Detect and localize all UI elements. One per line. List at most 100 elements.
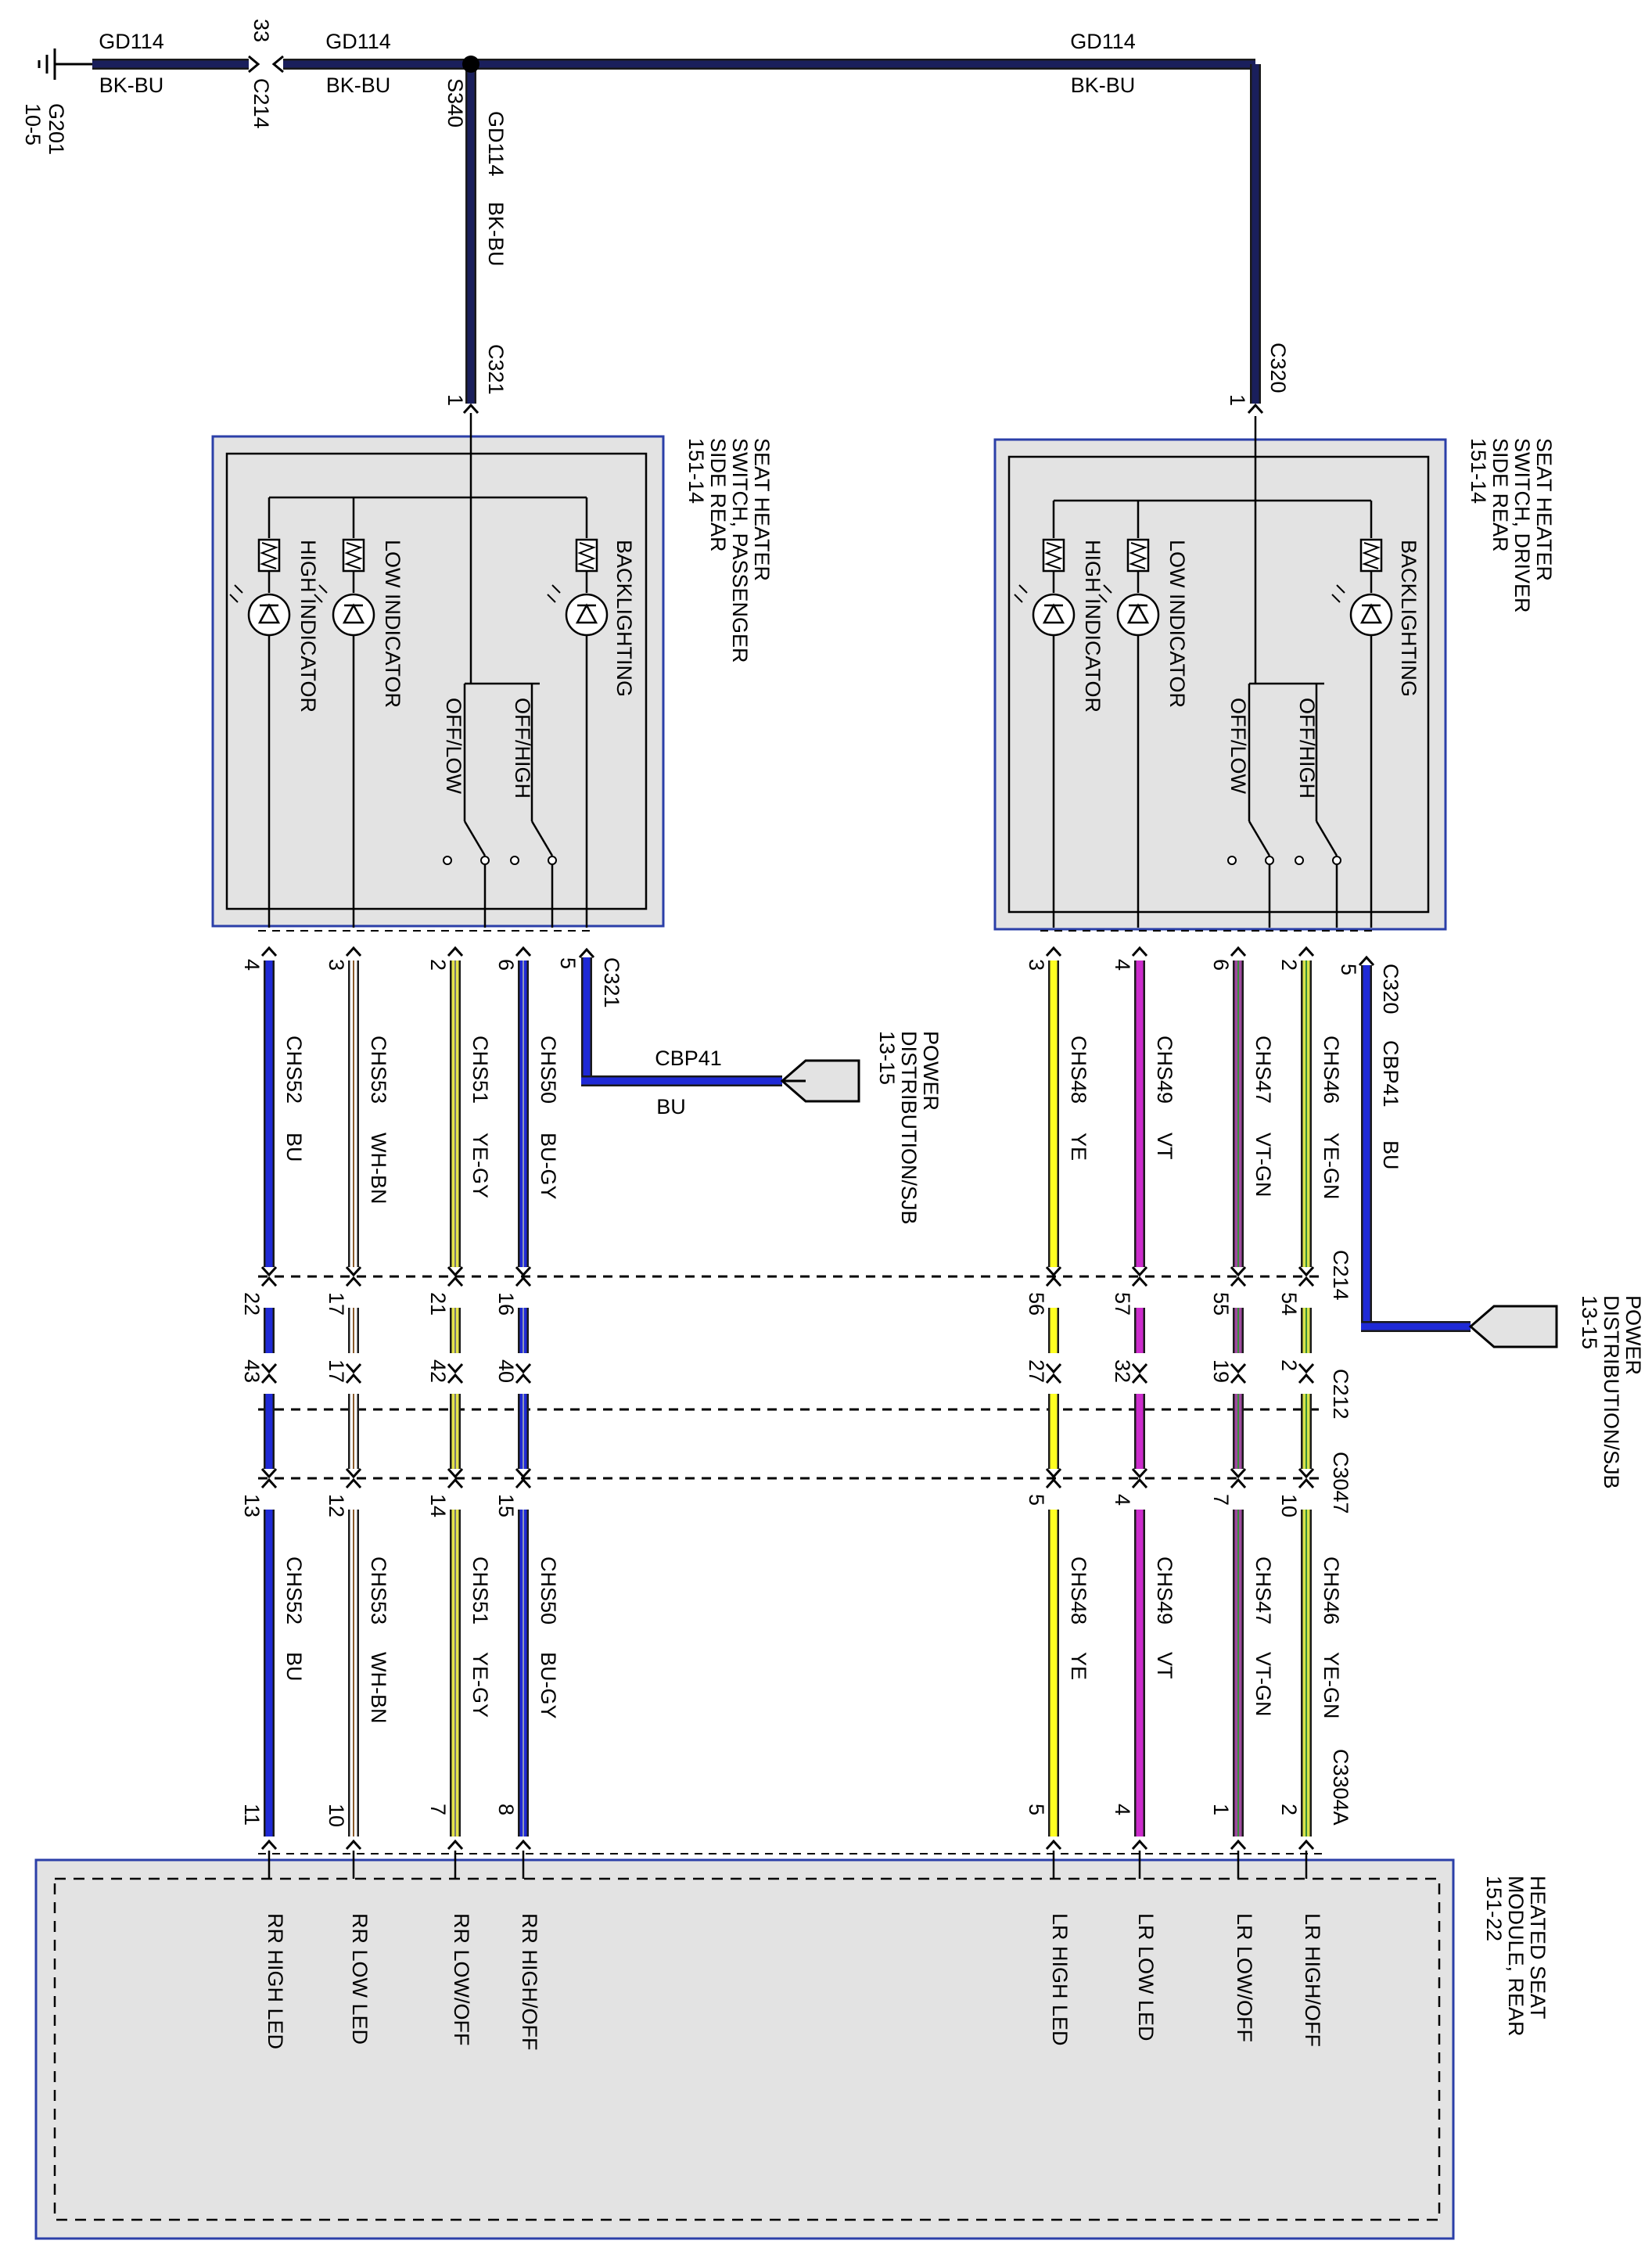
wire-chs52-c212-bottom xyxy=(260,1373,278,1384)
wire-chs51-pin-module: 7 xyxy=(426,1804,450,1815)
wire-chs46-pin-switch: 2 xyxy=(1277,959,1301,971)
wire-chs51-c212-bottom xyxy=(447,1373,464,1384)
gd114-right-circuit: GD114 xyxy=(1070,30,1136,53)
led-triangle-icon xyxy=(257,603,281,624)
c320-pin1-chevron xyxy=(1247,403,1264,415)
led-emission-icon xyxy=(547,584,561,603)
led-emission-icon xyxy=(1014,584,1028,603)
wire-chs50-c3047-bottom xyxy=(515,1477,532,1489)
wire-chs47-pin-c3047: 7 xyxy=(1209,1494,1233,1506)
wire-chs52-circuit-top: CHS52 xyxy=(282,1036,306,1104)
wire-chs52-pin-switch: 4 xyxy=(240,959,264,971)
switch-contact-on-icon xyxy=(1332,856,1341,865)
led-icon xyxy=(1032,593,1076,637)
wire-chs48-c212-top xyxy=(1045,1363,1062,1374)
wire-chs49-c3047-bottom xyxy=(1131,1477,1148,1489)
switch-driver-box xyxy=(993,438,1447,931)
c321-top-pin: 1 xyxy=(444,394,467,406)
wire-chs49-c212-top xyxy=(1131,1363,1148,1374)
led-triangle-icon xyxy=(342,603,365,624)
cbp41-driver-circuit: CBP41 xyxy=(1379,1040,1402,1108)
wire-chs48-color-bottom: YE xyxy=(1067,1652,1090,1680)
gd114-left-color: BK-BU xyxy=(99,74,164,97)
gd114-right-color: BK-BU xyxy=(1071,74,1136,97)
wire-chs49-switch-chevron xyxy=(1131,946,1148,957)
switch_passenger-low-indicator-label: LOW INDICATOR xyxy=(381,540,404,708)
power-driver-label-0: POWER xyxy=(1621,1295,1645,1375)
wire-chs48-pin-c3047: 5 xyxy=(1025,1494,1048,1506)
gd114-left-circuit: GD114 xyxy=(99,30,164,53)
connector-dashed-lines xyxy=(258,930,1377,1854)
wire-chs53-c214-top xyxy=(345,1266,362,1277)
wire-chs47-c3047-top xyxy=(1230,1467,1247,1479)
led-triangle-icon xyxy=(1042,603,1065,624)
connector-c3047-label: C3047 xyxy=(1329,1452,1352,1514)
wire-chs48-switch-chevron xyxy=(1045,946,1062,957)
wire-chs50-switch-chevron xyxy=(515,946,532,957)
led-triangle-icon xyxy=(1359,603,1383,624)
wire-chs47-module-chevron xyxy=(1230,1839,1247,1851)
wire-chs51-pin-c3047: 14 xyxy=(426,1494,450,1517)
led-icon xyxy=(332,593,375,637)
switch-contact-on-icon xyxy=(548,856,557,865)
module-title-2: 151-22 xyxy=(1482,1876,1506,1941)
switch_driver-off-low-label: OFF/LOW xyxy=(1226,698,1250,795)
power-driver-label-1: DISTRIBUTION/SJB xyxy=(1600,1295,1623,1489)
wire-chs52-switch-chevron xyxy=(260,946,278,957)
wire-chs51-c214-top xyxy=(447,1266,464,1277)
switch-contact-off-icon xyxy=(1295,856,1304,865)
c321-power-pin: 5 xyxy=(556,957,580,969)
wire-chs50-color-top: BU-GY xyxy=(537,1133,560,1200)
c320-pin5-chevron xyxy=(1358,955,1375,967)
switch-driver-inner xyxy=(1007,455,1430,914)
wire-chs50-circuit-top: CHS50 xyxy=(537,1036,560,1104)
c321-pin5-chevron xyxy=(578,947,595,959)
wire-chs51-circuit-bottom: CHS51 xyxy=(469,1556,492,1625)
wire-chs53-pin-c212: 17 xyxy=(325,1359,348,1383)
switch-passenger-title-3: 151-14 xyxy=(684,438,708,504)
wire-chs46-function: LR HIGH/OFF xyxy=(1301,1913,1324,2047)
wire-chs49-pin-c212: 32 xyxy=(1111,1359,1134,1383)
connector-c214-label: C214 xyxy=(1329,1250,1352,1301)
resistor-zigzag-icon xyxy=(577,542,596,569)
wire-chs48-color-top: YE xyxy=(1067,1133,1090,1161)
c321-top-connector: C321 xyxy=(484,344,508,395)
wire-chs50-c214-bottom xyxy=(515,1276,532,1287)
wire-chs47-function: LR LOW/OFF xyxy=(1233,1913,1256,2042)
switch_passenger-off-low-label: OFF/LOW xyxy=(442,698,465,795)
led-triangle-icon xyxy=(575,603,598,624)
wire-chs49-circuit-bottom: CHS49 xyxy=(1153,1556,1176,1625)
wire-chs50-pin-module: 8 xyxy=(494,1804,518,1815)
wire-chs51-c3047-top xyxy=(447,1467,464,1479)
switch-contact-off-icon xyxy=(510,856,519,865)
wire-chs47-circuit-top: CHS47 xyxy=(1252,1036,1275,1104)
wire-chs49-circuit-top: CHS49 xyxy=(1153,1036,1176,1104)
wire-chs53-function: RR LOW LED xyxy=(348,1913,372,2045)
wire-chs47-color-bottom: VT-GN xyxy=(1252,1652,1275,1717)
wire-chs52-c3047-bottom xyxy=(260,1477,278,1489)
led-icon xyxy=(1349,593,1393,637)
wire-chs48-c214-top xyxy=(1045,1266,1062,1277)
resistor-zigzag-icon xyxy=(344,542,363,569)
switch-passenger-title-0: SEAT HEATER xyxy=(750,438,774,581)
wire-chs49-pin-c3047: 4 xyxy=(1111,1494,1134,1506)
wire-chs47-pin-switch: 6 xyxy=(1209,959,1233,971)
wire-chs48-module-chevron xyxy=(1045,1839,1062,1851)
wire-chs46-pin-c212: 2 xyxy=(1277,1359,1301,1371)
wire-chs50-pin-c214: 16 xyxy=(494,1292,518,1316)
wire-chs49-pin-module: 4 xyxy=(1111,1804,1134,1815)
wire-chs51-color-bottom: YE-GY xyxy=(469,1652,492,1718)
power-passenger-power-tag-icon xyxy=(780,1059,860,1103)
wire-chs50-function: RR HIGH/OFF xyxy=(518,1913,541,2051)
wire-chs48-c3047-top xyxy=(1045,1467,1062,1479)
wire-chs53-c3047-top xyxy=(345,1467,362,1479)
wire-chs47-c212-top xyxy=(1230,1363,1247,1374)
wire-chs46-c212-bottom xyxy=(1298,1373,1315,1384)
switch-driver-title-1: SWITCH, DRIVER xyxy=(1510,438,1534,613)
switch_passenger-high-indicator-label: HIGH INDICATOR xyxy=(296,540,320,713)
wire-harness xyxy=(92,59,1471,1837)
switch_driver-high-indicator-label: HIGH INDICATOR xyxy=(1081,540,1104,713)
wire-chs48-function: LR HIGH LED xyxy=(1048,1913,1072,2046)
